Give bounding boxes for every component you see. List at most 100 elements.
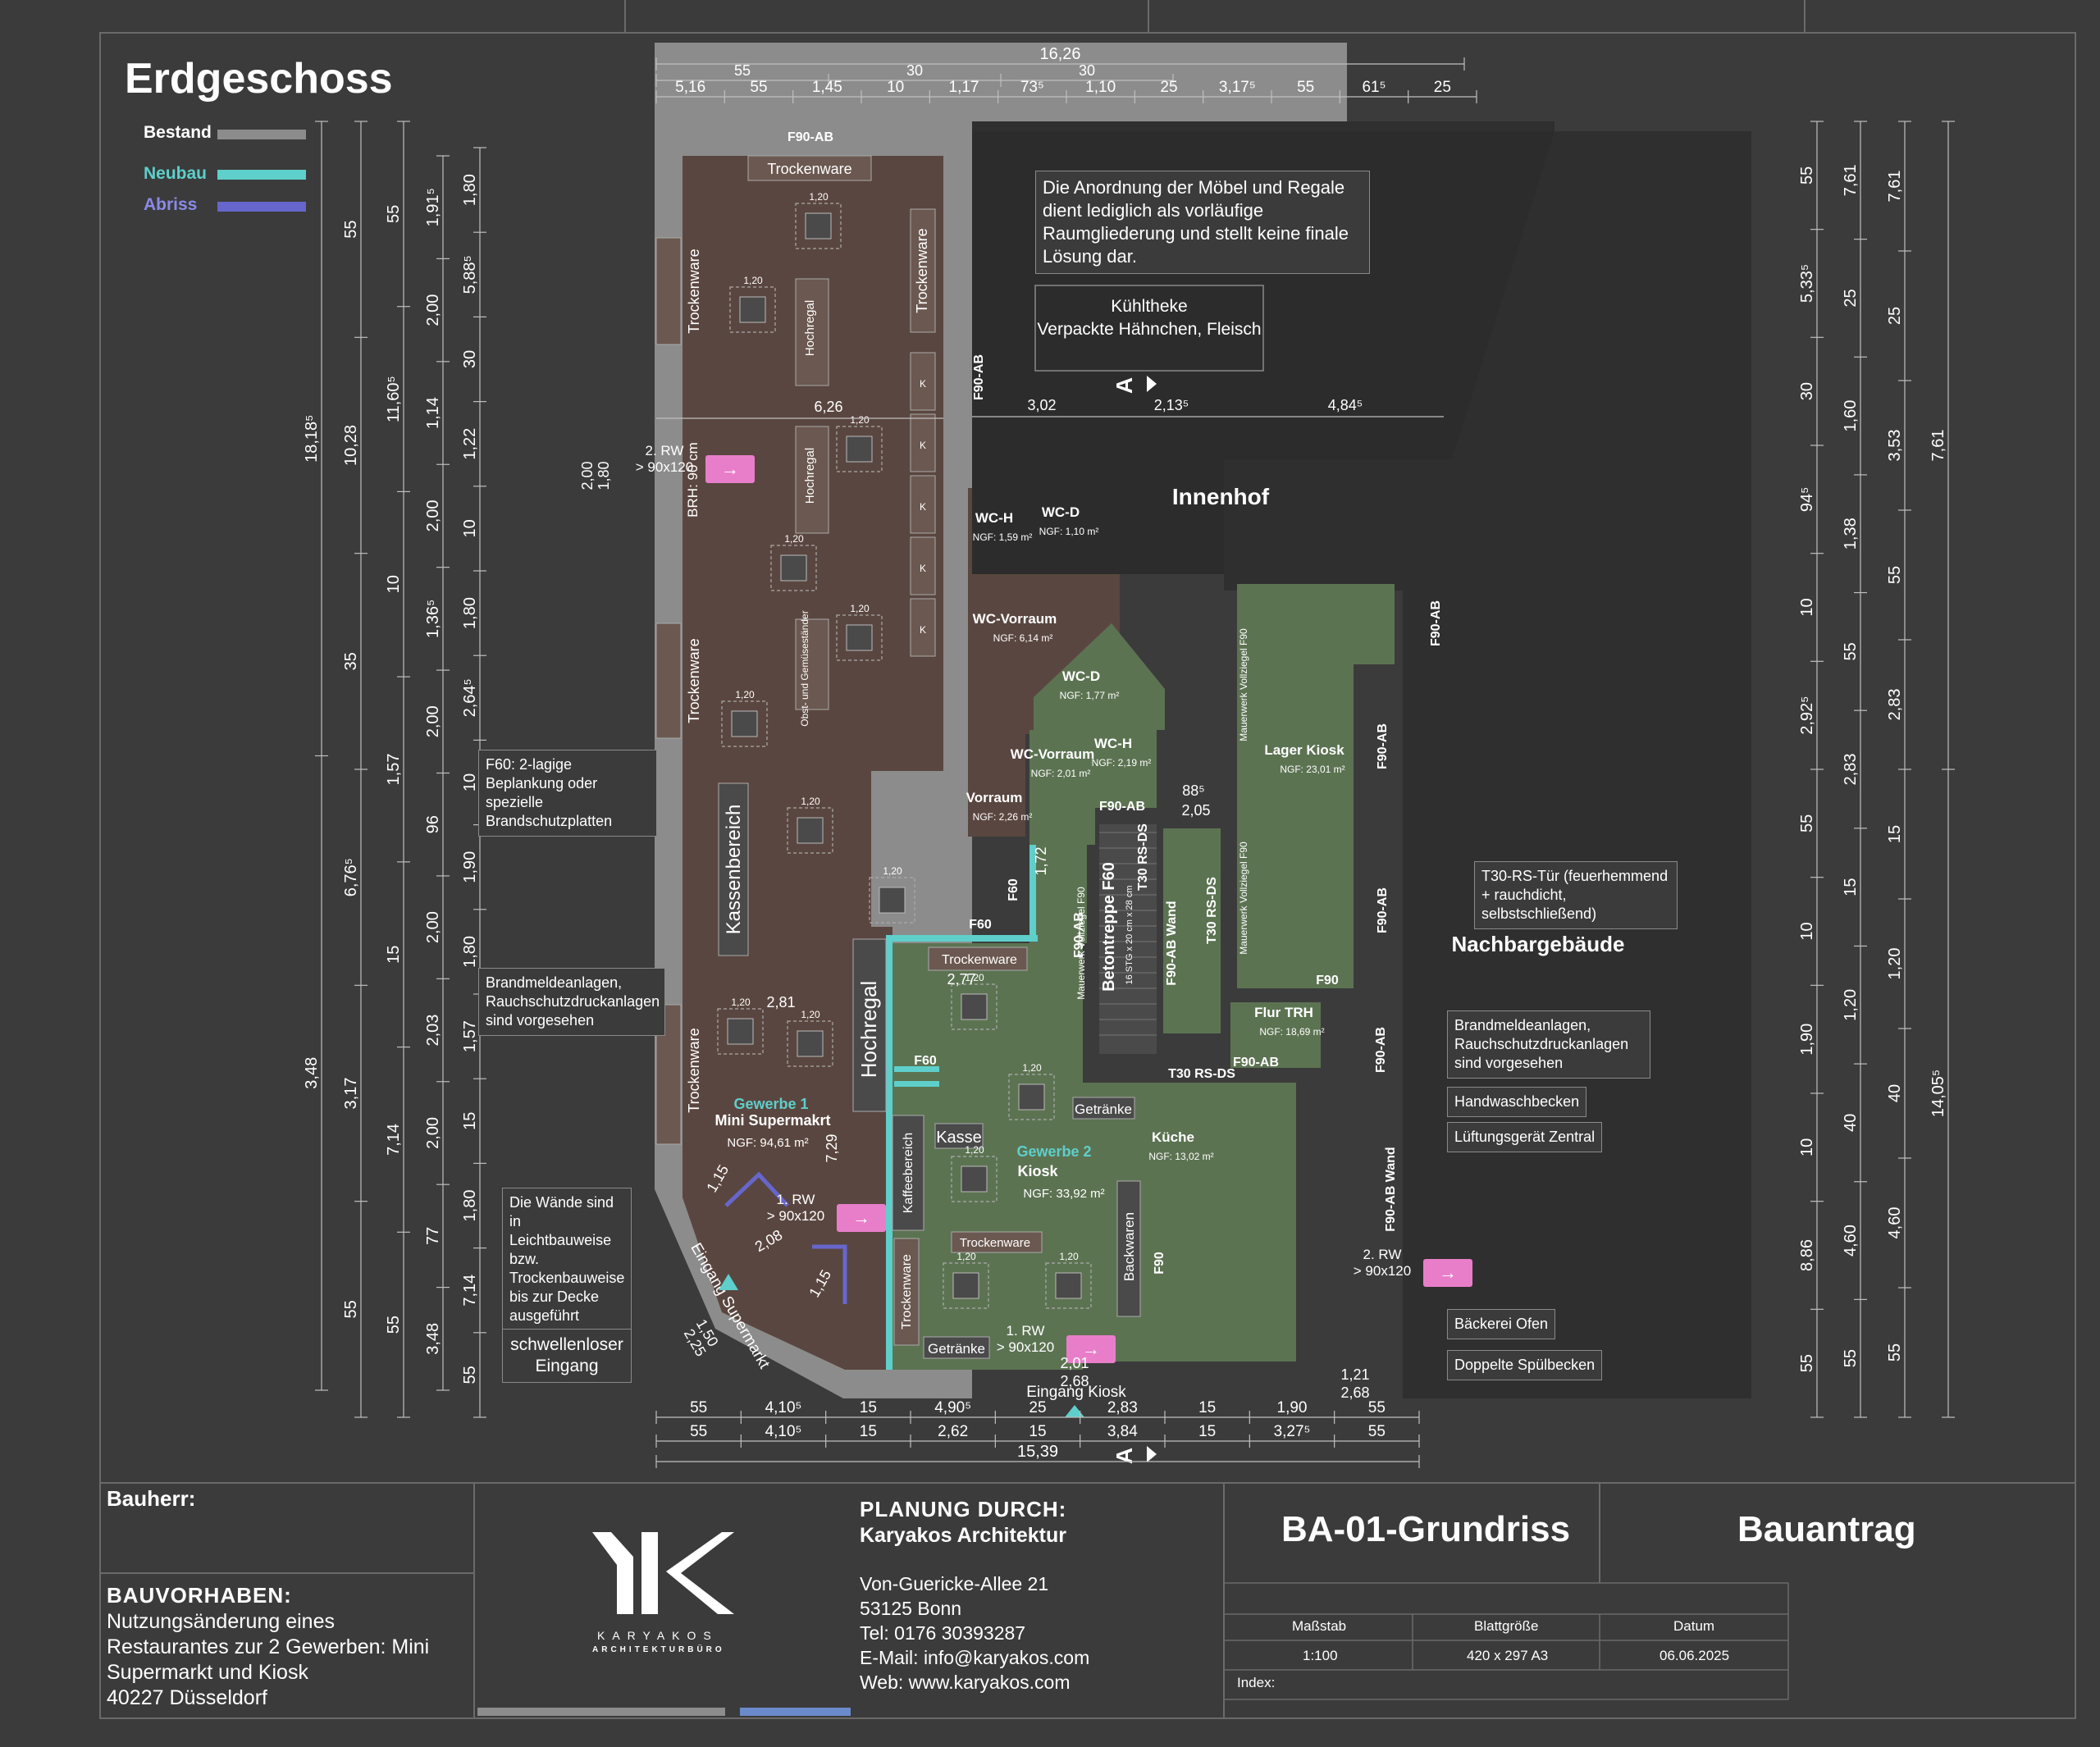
dim-bot2-value: 3,27⁵ (1274, 1423, 1311, 1440)
room-vorraum (968, 734, 1025, 837)
interior-dimension: 2,81 (766, 994, 795, 1010)
office-line-4: E-Mail: info@karyakos.com (860, 1647, 1090, 1668)
label-brh: BRH: 90 cm (685, 442, 701, 518)
legend-bestand-label: Bestand (144, 123, 212, 142)
interior-dimension: 4,84⁵ (1328, 397, 1363, 413)
shelf-kiosk-top (928, 946, 1028, 971)
room-area: NGF: 2,19 m² (1092, 757, 1152, 769)
label-mauerwerk-2: Mauerwerk Vollziegel F90 (1238, 628, 1249, 741)
dim-right1-value: 94⁵ (1798, 487, 1816, 513)
massstab-label: Maßstab (1292, 1618, 1347, 1634)
display-table-dim: 1,20 (731, 997, 751, 1008)
k-cell (910, 352, 936, 411)
dim-right2-value: 1,20 (1842, 989, 1860, 1021)
dim-bot1-value: 15 (860, 1399, 877, 1416)
interior-dimension: 1,21 (1340, 1366, 1369, 1383)
display-table-dim: 1,20 (1022, 1062, 1042, 1074)
office-line-3: Tel: 0176 30393287 (860, 1622, 1026, 1644)
wall-rating: F90-AB (788, 130, 833, 144)
shelf-kiosk-west (893, 1238, 920, 1346)
dim-bot1-value: 4,10⁵ (765, 1399, 802, 1416)
display-table-dim: 1,20 (965, 1144, 984, 1156)
logo-stroke-1 (592, 1532, 633, 1614)
shelf-left-2 (655, 623, 682, 739)
label-kuehltheke: Kühltheke (1111, 297, 1187, 316)
room-kueche (1083, 1083, 1296, 1362)
dim-top3-value: 55 (1297, 79, 1314, 96)
display-table (1045, 1262, 1092, 1309)
room-name: WC-H (975, 510, 1013, 526)
k-cell-label: K (920, 624, 926, 636)
display-table-dim: 1,20 (883, 865, 902, 877)
dim-bot2-value: 55 (1368, 1423, 1386, 1440)
kasse (934, 1123, 984, 1149)
dim-top3-value: 1,45 (812, 79, 842, 96)
dim-left3-value: 55 (385, 205, 403, 223)
label-gewerbe2-area: NGF: 33,92 m² (1023, 1187, 1104, 1201)
exit-sign (837, 1204, 886, 1232)
wall-rating: F90 (1153, 1252, 1166, 1275)
wall-rating: F90-AB (1099, 800, 1145, 814)
display-table-top (879, 887, 906, 914)
exit-arrow: → (1082, 1339, 1100, 1359)
dim-right2-value: 7,61 (1842, 164, 1860, 196)
display-table-dim: 1,20 (956, 1251, 976, 1262)
interior-dimension: 2,13⁵ (1154, 397, 1189, 413)
exit-size: > 90x120 (767, 1208, 824, 1224)
bauvorhaben-line-1: Nutzungsänderung eines (107, 1610, 335, 1633)
dim-top3-value: 73⁵ (1020, 79, 1044, 96)
wall-rating: T30 RS-DS (1136, 823, 1150, 891)
exit-label: 2. RW (646, 443, 684, 458)
room-lager-kiosk (1237, 584, 1395, 988)
dim-top3-value: 25 (1434, 79, 1451, 96)
shelf-top (747, 155, 872, 181)
dim-left3-value: 55 (385, 1316, 403, 1334)
display-table (717, 1008, 764, 1055)
display-table-top (805, 212, 832, 239)
label-kuehltheke-desc: Verpackte Hähnchen, Fleisch (1037, 320, 1261, 339)
room-area: NGF: 18,69 m² (1259, 1026, 1324, 1038)
wall-rating: F90-AB Wand (1384, 1147, 1398, 1231)
dim-right2-value: 4,60 (1842, 1225, 1860, 1257)
label-stufen: 16 STG x 20 cm x 28 cm (1125, 885, 1134, 984)
label-backwaren: Backwaren (1121, 1212, 1137, 1281)
exit-sign (705, 455, 755, 483)
label-mauerwerk-1: Mauerwerk Vollziegel F90 (1075, 887, 1087, 1000)
dim-left5-value: 55 (461, 1366, 479, 1384)
display-table (951, 1156, 998, 1202)
label-hochregal-2: Hochregal (803, 448, 817, 504)
label-gewerbe1-area: NGF: 94,61 m² (727, 1136, 808, 1150)
dim-bot3-value: 15,39 (1017, 1443, 1058, 1461)
room-name: Küche (1152, 1129, 1194, 1145)
wall-rating: F90-AB (1429, 600, 1443, 646)
label-nachbargebaeude: Nachbargebäude (1452, 932, 1625, 956)
display-table-top (1018, 1083, 1045, 1111)
display-table-top (1055, 1272, 1082, 1299)
display-table-dim: 1,20 (850, 414, 870, 426)
interior-dimension: 1,72 (1033, 846, 1049, 875)
bauvorhaben-line-3: Supermarkt und Kiosk (107, 1661, 308, 1684)
legend-bestand-swatch (217, 130, 306, 139)
logo-text: KARYAKOS (597, 1629, 719, 1642)
room-wc-d2 (1034, 623, 1165, 730)
display-table-top (739, 296, 766, 323)
dim-top2-value: 55 (734, 62, 751, 79)
display-table (836, 614, 883, 661)
dim-left2-value: 3,17 (342, 1078, 360, 1110)
bauvorhaben-line-2: Restaurantes zur 2 Gewerben: Mini (107, 1635, 430, 1658)
dim-right3-value: 25 (1886, 307, 1904, 325)
label-kasse: Kasse (936, 1129, 982, 1147)
bauvorhaben-label: BAUVORHABEN: (107, 1583, 292, 1608)
exit-size: > 90x120 (997, 1339, 1054, 1355)
label-gewerbe2: Gewerbe 2 (1016, 1143, 1091, 1160)
display-table (951, 983, 998, 1030)
abriss-wall-1 (724, 1171, 789, 1207)
dim-left4-value: 2,00 (424, 294, 442, 326)
legend-neubau-label: Neubau (144, 164, 208, 183)
dim-right2-value: 1,38 (1842, 518, 1860, 550)
display-table-top (731, 710, 758, 737)
dim-top2-value: 30 (1079, 62, 1095, 79)
neubau-wall-kiosk-west (886, 935, 892, 1370)
tb-bar-blue (740, 1708, 851, 1716)
